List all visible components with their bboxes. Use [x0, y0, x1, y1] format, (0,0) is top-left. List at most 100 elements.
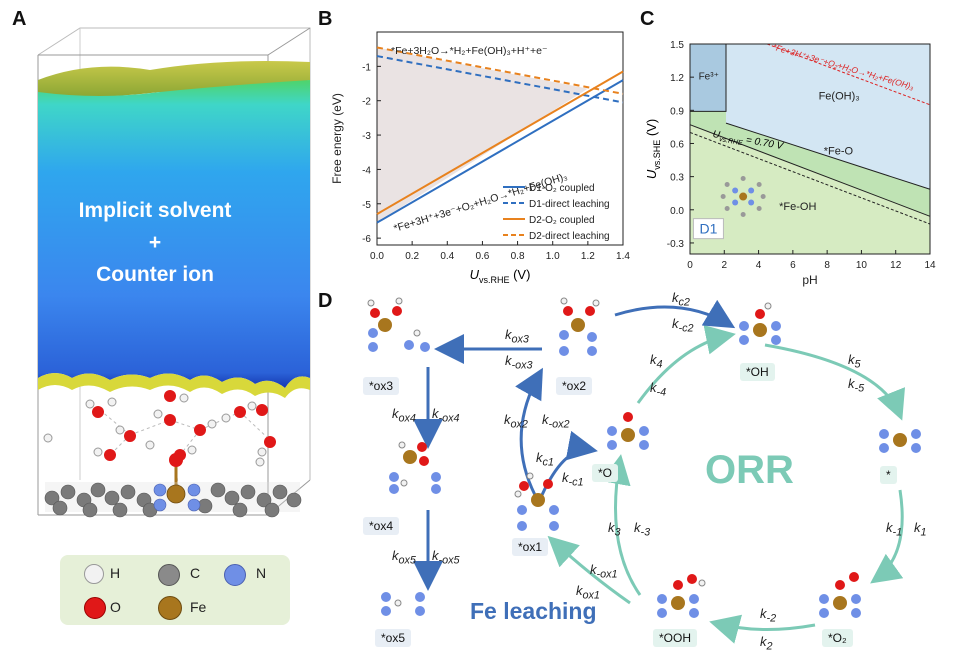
slab-text-line2: +: [148, 231, 162, 254]
state-ox2: *ox2: [556, 377, 593, 395]
x-tick-label: 0.4: [440, 251, 454, 262]
y-tick-label: 1.5: [670, 40, 684, 51]
slab-text-line3: Counter ion: [96, 263, 214, 286]
legend-label-0: D1-O₂ coupled: [529, 183, 595, 194]
x-tick-label: 10: [856, 260, 868, 271]
label-feoh3: Fe(OH)₃: [819, 90, 860, 102]
state-star: *: [880, 466, 897, 484]
c-atom-icon: [158, 564, 180, 586]
region-feoh3: [726, 44, 930, 190]
x-axis-label: Uvs.RHE (V): [470, 267, 531, 285]
x-tick-label: 14: [924, 260, 936, 271]
state-ox5: *ox5: [375, 629, 412, 647]
panel-letter-c: C: [640, 8, 655, 30]
panel-letter-a: A: [12, 8, 27, 30]
y-axis-label: Uvs.SHE (V): [644, 119, 662, 179]
glyph-c: [740, 176, 746, 182]
series-line-0: [376, 79, 624, 224]
h-atom-icon: [84, 564, 104, 584]
o-atom-icon: [84, 597, 106, 619]
y-tick-label: -3: [362, 131, 371, 142]
region-fe-o: [690, 111, 930, 217]
state-ox3: *ox3: [363, 377, 400, 395]
molecules: [367, 297, 921, 618]
panel-a-illustration: [37, 27, 311, 518]
badge-d1: D1: [699, 221, 717, 237]
x-tick-label: 2: [722, 260, 728, 271]
graphene-layer: [44, 482, 302, 518]
annotation-top: *Fe+3H₂O→*H₂+Fe(OH)₃+H⁺+e⁻: [391, 45, 548, 57]
slab-text-line1: Implicit solvent: [78, 199, 232, 222]
legend-label-2: D2-O₂ coupled: [529, 215, 595, 226]
x-tick-label: 8: [824, 260, 830, 271]
boundary-feo: [689, 124, 931, 217]
glyph-c: [720, 194, 726, 200]
rhe-dashed-line: [689, 131, 931, 225]
legend-label-3: D2-direct leaching: [529, 231, 610, 242]
y-tick-label: -2: [362, 97, 371, 108]
arrow-o-to-oh: [636, 325, 736, 404]
x-tick-label: 1.4: [616, 251, 630, 262]
label-feoh: *Fe-OH: [779, 201, 816, 213]
y-tick-label: -4: [362, 165, 371, 176]
arrow-ox1-to-ox2: [515, 367, 543, 496]
legend-n: N: [256, 565, 267, 581]
state-ooh: *OOH: [653, 629, 698, 647]
series-line-3: [376, 46, 624, 95]
region-fe-oh: [690, 124, 930, 255]
glyph-c: [760, 194, 766, 200]
x-tick-label: 1.0: [546, 251, 560, 262]
state-o: *O: [592, 464, 619, 482]
arrow-ooh-to-ox1: [547, 535, 631, 605]
glyph-n: [748, 199, 755, 206]
glyph-c: [740, 212, 746, 218]
plot-frame: [689, 43, 931, 255]
glyph-n: [732, 187, 739, 194]
y-tick-label: -1: [362, 62, 371, 73]
boundary-fe3: [690, 44, 727, 112]
glyph-c: [756, 182, 762, 188]
x-tick-label: 6: [790, 260, 796, 271]
state-ox4: *ox4: [363, 517, 400, 535]
water-molecules: [43, 390, 276, 467]
series-line-2: [376, 70, 624, 215]
y-tick-label: -6: [362, 234, 371, 245]
legend-fe: Fe: [190, 599, 207, 615]
y-tick-label: -5: [362, 200, 371, 211]
orr-label: ORR: [705, 448, 794, 492]
glyph-c: [724, 206, 730, 212]
arrow-star-to-o2: [870, 489, 904, 584]
x-tick-label: 0.8: [511, 251, 525, 262]
y-tick-label: 0.0: [670, 206, 684, 217]
x-tick-label: 0.2: [405, 251, 419, 262]
fe-leaching-label: Fe leaching: [470, 598, 597, 624]
arrow-o2-to-ooh: [709, 614, 816, 644]
panel-letter-d: D: [318, 290, 333, 312]
y-axis-label: Free energy (eV): [330, 93, 344, 184]
state-o2: *O₂: [822, 629, 853, 647]
panel-letter-b: B: [318, 8, 333, 30]
badge-d1-box: [692, 218, 724, 240]
red-dashed-line: [766, 43, 931, 106]
plot-frame: [376, 31, 624, 246]
shaded-region: [377, 47, 588, 223]
legend-o: O: [110, 599, 121, 615]
arrow-ox2-to-oh: [614, 299, 736, 329]
n-atom-icon: [224, 564, 246, 586]
glyph-n: [732, 199, 739, 206]
panel-d-scheme: [367, 297, 921, 644]
implicit-solvent-label: Implicit solvent + Counter ion: [40, 195, 270, 291]
glyph-c: [724, 182, 730, 188]
x-tick-label: 4: [756, 260, 762, 271]
region-fe3: [690, 44, 726, 112]
x-tick-label: 0.0: [370, 251, 384, 262]
y-tick-label: 1.2: [670, 73, 684, 84]
label-feo: *Fe-O: [824, 146, 854, 158]
x-tick-label: 12: [890, 260, 902, 271]
x-axis-label: pH: [802, 273, 817, 287]
y-tick-label: 0.6: [670, 139, 684, 150]
x-tick-label: 1.2: [581, 251, 595, 262]
y-tick-label: 0.9: [670, 106, 684, 117]
legend-label-1: D1-direct leaching: [529, 199, 610, 210]
